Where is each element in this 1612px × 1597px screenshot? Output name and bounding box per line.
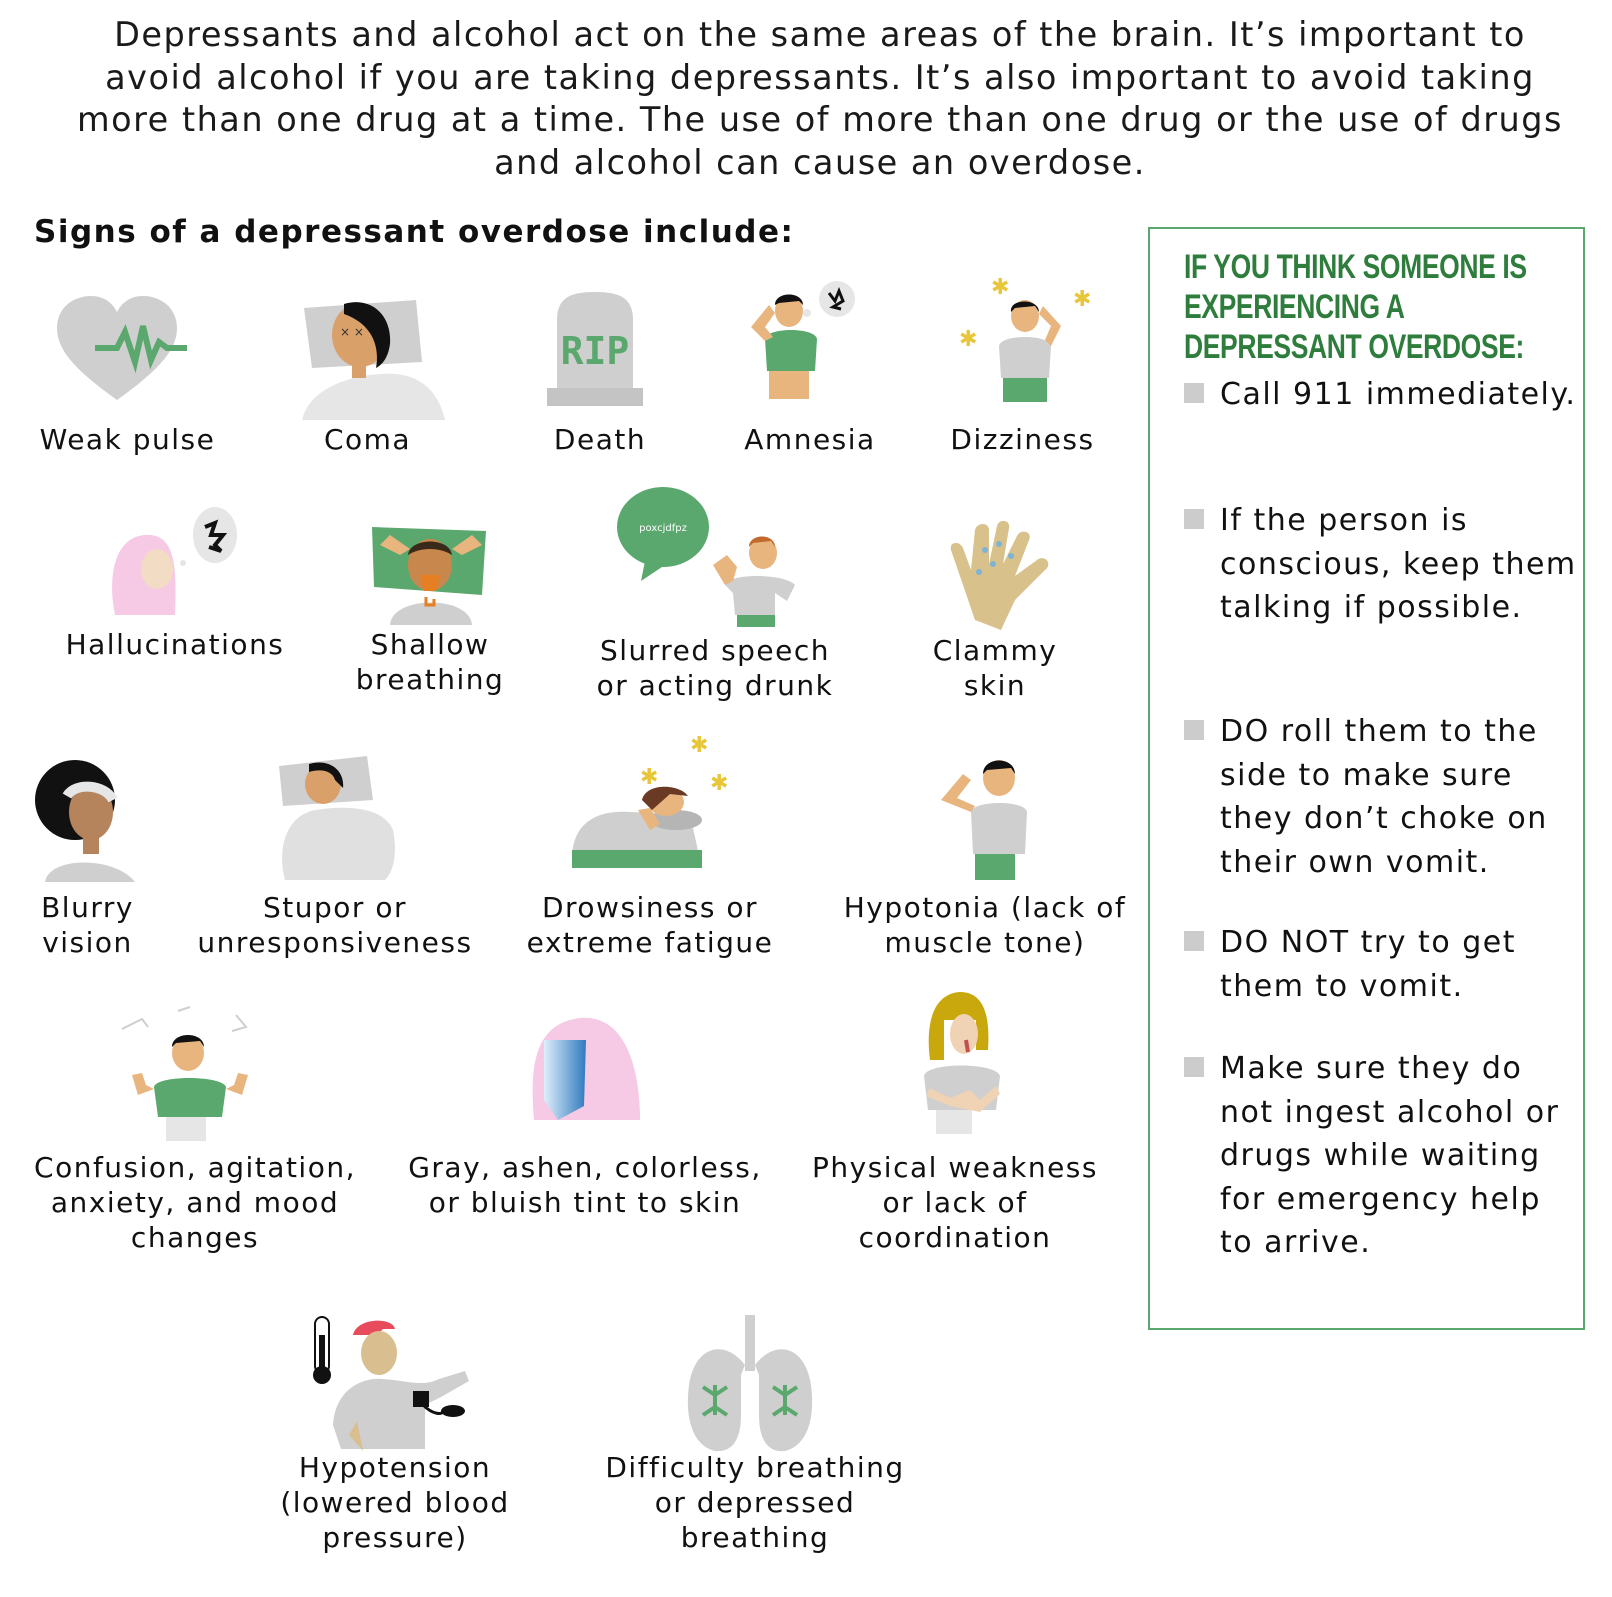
sign-label: Slurred speech or acting drunk <box>596 634 834 702</box>
svg-text:✱: ✱ <box>690 733 708 758</box>
signs-heading: Signs of a depressant overdose include: <box>34 214 795 250</box>
step-text: DO NOT try to get them to vomit. <box>1220 925 1516 1004</box>
step-text: Call 911 immediately. <box>1220 377 1577 412</box>
tombstone-icon: RIP <box>547 292 643 406</box>
square-bullet-icon <box>1184 720 1204 740</box>
sign-label: Gray, ashen, colorless, or bluish tint t… <box>408 1151 762 1219</box>
square-bullet-icon <box>1184 931 1204 951</box>
drowsiness-icon: ✱ ✱ ✱ <box>572 733 728 868</box>
step-text: DO roll them to the side to make sure th… <box>1220 714 1548 880</box>
sign-label: Clammy skin <box>932 634 1058 702</box>
square-bullet-icon <box>1184 509 1204 529</box>
sign-label: Shallow breathing <box>355 628 505 696</box>
sign-label: Amnesia <box>744 423 876 456</box>
sign-label: Blurry vision <box>41 891 134 959</box>
hypotonia-icon <box>941 760 1027 880</box>
sign-label: Drowsiness or extreme fatigue <box>526 891 774 959</box>
coma-icon: × × <box>302 300 445 420</box>
step-text: Make sure they do not ingest alcohol or … <box>1220 1051 1560 1260</box>
ashen-skin-icon <box>532 1017 640 1120</box>
sign-label: Hypotonia (lack of muscle tone) <box>843 891 1127 959</box>
amnesia-icon <box>751 281 855 399</box>
svg-text:× ×: × × <box>340 325 364 339</box>
heart-pulse-icon <box>57 296 187 400</box>
confusion-icon <box>121 1006 248 1141</box>
clammy-hand-icon <box>950 520 1049 630</box>
step-text: If the person is conscious, keep them ta… <box>1220 503 1577 625</box>
physical-weakness-icon <box>924 992 1000 1134</box>
svg-text:✱: ✱ <box>1073 287 1091 312</box>
intro-paragraph: Depressants and alcohol act on the same … <box>77 15 1563 182</box>
sign-label: Stupor or unresponsiveness <box>197 891 473 959</box>
sign-label: Death <box>553 423 647 456</box>
overdose-actions-panel: If you think someone is experiencing a d… <box>1148 227 1585 1330</box>
dizziness-icon: ✱ ✱ ✱ <box>959 275 1091 402</box>
sign-label: Physical weakness or lack of coordinatio… <box>812 1151 1098 1254</box>
hallucinations-icon <box>112 507 237 615</box>
blurry-vision-icon <box>35 760 135 882</box>
svg-text:✱: ✱ <box>640 765 658 790</box>
panel-title: If you think someone is experiencing a d… <box>1184 248 1527 366</box>
sign-label: Hypotension (lowered blood pressure) <box>280 1451 510 1554</box>
slurred-speech-icon: poxcjdfpz <box>617 487 795 627</box>
square-bullet-icon <box>1184 1057 1204 1077</box>
sign-label: Dizziness <box>950 423 1095 456</box>
speech-bubble-text: poxcjdfpz <box>639 523 687 534</box>
sign-label: Weak pulse <box>39 423 216 456</box>
blood-pressure-icon <box>313 1316 469 1451</box>
shallow-breathing-icon <box>372 527 486 625</box>
sign-label: Hallucinations <box>65 628 285 661</box>
sign-label: Coma <box>323 423 412 456</box>
stupor-icon <box>279 756 395 880</box>
lungs-icon <box>687 1315 813 1452</box>
svg-text:✱: ✱ <box>959 327 977 352</box>
sign-label: Confusion, agitation, anxiety, and mood … <box>34 1151 356 1254</box>
square-bullet-icon <box>1184 383 1204 403</box>
svg-text:✱: ✱ <box>710 771 728 796</box>
tombstone-text: RIP <box>561 329 630 373</box>
svg-text:✱: ✱ <box>991 275 1009 300</box>
sign-label: Difficulty breathing or depressed breath… <box>605 1451 905 1554</box>
